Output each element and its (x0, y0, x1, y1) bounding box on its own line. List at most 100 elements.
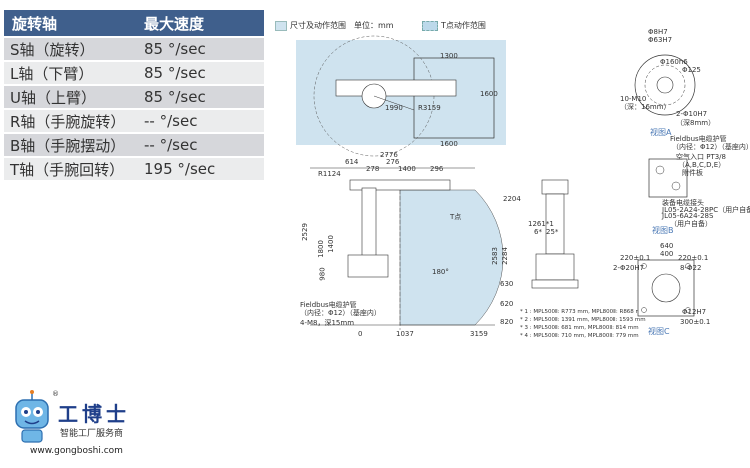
table-row: B轴（手腕摆动） -- °/sec (4, 132, 264, 156)
range-swatch (275, 20, 287, 31)
view-a-label: Φ160h6 (660, 58, 688, 66)
base-hole (641, 263, 647, 269)
flange-center (656, 76, 674, 94)
view-a-drawing (634, 54, 696, 116)
view-c-label: 220±0.1 (620, 254, 651, 262)
row-axis: B轴（手腕摆动） (10, 136, 126, 155)
side-dim-630: 630 (500, 280, 514, 288)
t-point-swatch (422, 20, 438, 31)
side-lower-arm (361, 187, 377, 261)
row-axis: R轴（手腕旋转） (10, 112, 126, 131)
top-t-range-box (413, 57, 495, 139)
brand-subtitle: 智能工厂服务商 (60, 429, 124, 439)
connector-port (655, 165, 665, 175)
side-t-point: T点 (450, 213, 462, 221)
note-item: * 2 : MPL500Ⅱ: 1391 mm, MPL800Ⅱ: 1593 mm (520, 317, 646, 323)
row-speed: 85 °/sec (144, 40, 206, 58)
view-b-label: （内径：Φ12）（基座内） (672, 143, 750, 151)
top-dim-1990: 1990 (385, 104, 403, 112)
top-dim-1600b: 1600 (480, 90, 498, 98)
top-dim-1300: 1300 (440, 52, 458, 60)
front-view-drawing (531, 179, 579, 289)
view-b-label: JL05-6A24-28S (662, 212, 714, 220)
side-mount: 4-M8，深15mm (300, 319, 355, 327)
row-speed: 85 °/sec (144, 88, 206, 106)
row-axis: T轴（手腕回转） (10, 160, 125, 179)
row-speed: -- °/sec (144, 136, 198, 154)
base-hole (685, 263, 691, 269)
table-row: T轴（手腕回转） 195 °/sec (4, 156, 264, 180)
view-c-title: 视图C (648, 327, 670, 336)
view-a-label: 10-M10 (620, 95, 647, 103)
flange-bolt-circle (644, 64, 686, 106)
view-c-label: 300±0.1 (680, 318, 711, 326)
view-b-title: 视图B (652, 226, 674, 235)
side-angle-label: 180° (432, 268, 449, 276)
side-dim-620: 620 (500, 300, 514, 308)
view-c-label: 2-Φ20H7 (613, 264, 645, 272)
legend-unit-label: 单位：mm (354, 21, 394, 30)
view-c-label: 640 (660, 242, 674, 250)
view-c-label: Φ12H7 (682, 308, 707, 316)
note-item: * 1 : MPL500Ⅱ: R773 mm, MPL800Ⅱ: R868 mm (520, 309, 647, 315)
view-c-label: 400 (660, 250, 674, 258)
view-a-label: （深：16mm） (620, 103, 671, 111)
base-hole (641, 307, 647, 313)
front-head (541, 179, 569, 195)
view-a-label: Φ125 (682, 66, 701, 74)
side-range-area (399, 189, 504, 326)
legend-range: 尺寸及动作范围 单位：mm (275, 20, 394, 31)
top-view-drawing (296, 35, 506, 157)
flange-outer (634, 54, 696, 116)
side-dim-2529: 2529 (300, 223, 309, 241)
view-b-label: Fieldbus电缆护管 (670, 135, 727, 143)
brand-name: 工博士 (58, 402, 130, 426)
side-dim-1400-left: 1400 (326, 235, 335, 253)
side-dim-1400: 1400 (398, 165, 416, 173)
view-b-label: 装备电缆接头 (662, 199, 704, 207)
base-plate (637, 259, 695, 317)
variant-notes: * 1 : MPL500Ⅱ: R773 mm, MPL800Ⅱ: R868 mm… (520, 308, 646, 340)
top-dim-r3159: R3159 (418, 104, 441, 112)
row-axis: S轴（旋转） (10, 40, 95, 59)
front-base (535, 253, 575, 281)
view-b-label: 空气入口 PT3/8 (676, 153, 726, 161)
connector-plate (648, 158, 688, 198)
side-fieldbus-sub: （内径：Φ12）（基座内） (300, 309, 381, 317)
legend-range-label: 尺寸及动作范围 (290, 21, 346, 30)
side-dim-2204: 2204 (503, 195, 521, 203)
legend-t-point: T点动作范围 (422, 20, 486, 31)
table-header: 旋转轴 最大速度 (4, 10, 264, 36)
table-row: L轴（下臂） 85 °/sec (4, 60, 264, 84)
side-dim-0: 0 (358, 330, 363, 338)
side-dim-2776: 2776 (380, 151, 398, 159)
note-item: * 4 : MPL500Ⅱ: 710 mm, MPL800Ⅱ: 779 mm (520, 333, 639, 339)
side-dim-820: 820 (500, 318, 514, 326)
view-b-label: （用户自备） (670, 220, 712, 228)
side-dim-278: 278 (366, 165, 380, 173)
front-dim-2: 6* (534, 228, 542, 236)
view-c-label: 220±0.1 (678, 254, 709, 262)
note-item: * 3 : MPL500Ⅱ: 681 mm, MPL800Ⅱ: 814 mm (520, 325, 639, 331)
brand-url: www.gongboshi.com (30, 446, 123, 456)
row-speed: -- °/sec (144, 112, 198, 130)
side-dim-276: 276 (386, 158, 400, 166)
row-speed: 195 °/sec (144, 160, 216, 178)
side-fieldbus: Fieldbus电缆护管 (300, 301, 357, 309)
side-dim-r1124: R1124 (318, 170, 341, 178)
top-dim-1600: 1600 (440, 140, 458, 148)
side-dim-980: 980 (318, 267, 327, 281)
front-foot (531, 279, 579, 289)
top-arm (335, 79, 457, 97)
top-radius-line (373, 95, 415, 111)
header-speed: 最大速度 (144, 14, 205, 33)
side-dim-614: 614 (345, 158, 359, 166)
side-view-drawing (310, 167, 504, 330)
front-dim-3: 25* (546, 228, 559, 236)
side-dim-2284: 2284 (500, 247, 509, 265)
view-b-drawing (648, 158, 688, 198)
table-row: U轴（上臂） 85 °/sec (4, 84, 264, 108)
view-c-label: 8-Φ22 (680, 264, 702, 272)
view-b-label: 附件板 (682, 169, 703, 177)
view-a-title: 视图A (650, 128, 672, 137)
